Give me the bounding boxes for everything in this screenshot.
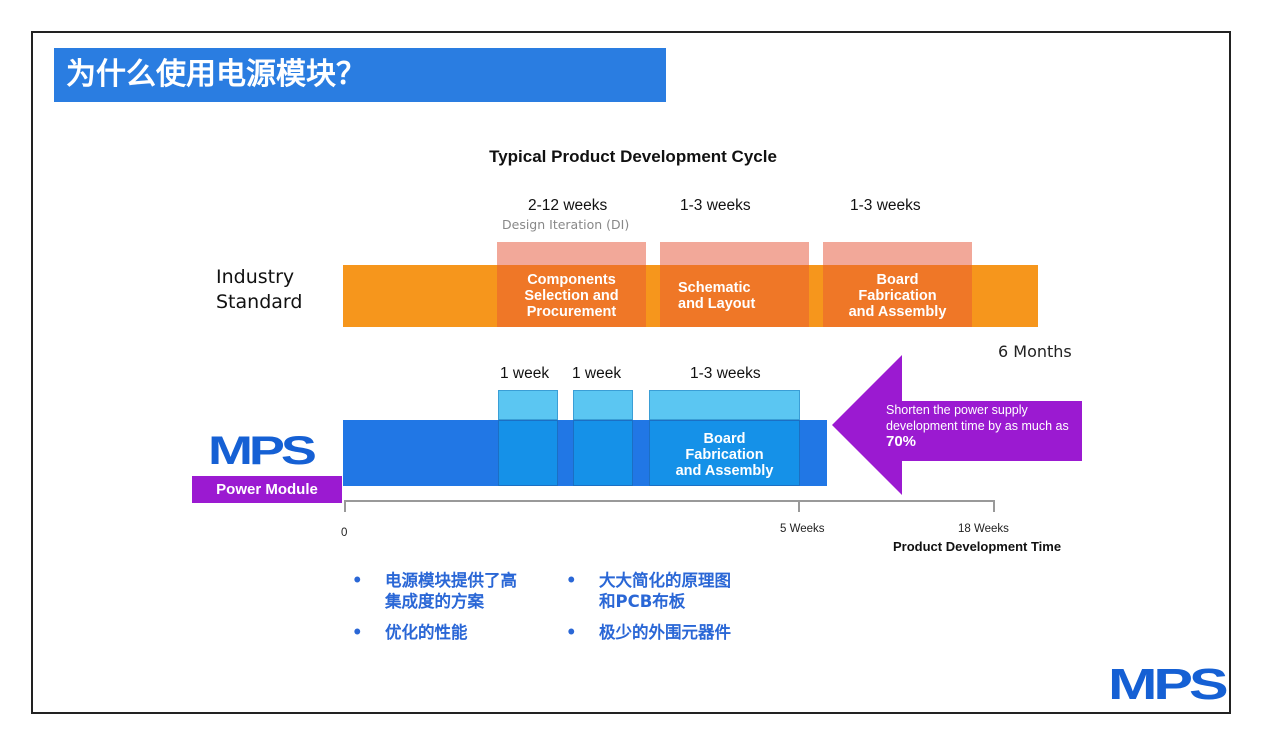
module-phase2-duration: 1 week xyxy=(572,365,622,382)
module-phase3-duration: 1-3 weeks xyxy=(690,365,761,382)
callout-text: Shorten the power supply development tim… xyxy=(886,402,1076,450)
phase1-duration: 2-12 weeks xyxy=(528,197,608,214)
design-iteration-label: Design Iteration (DI) xyxy=(502,217,630,232)
mps-logo: MPS xyxy=(208,429,317,473)
axis-tick-5-weeks xyxy=(798,500,800,512)
time-axis xyxy=(344,500,995,502)
components-selection-box: Components Selection and Procurement xyxy=(497,265,646,327)
bullet-text: 极少的外围元器件 xyxy=(599,623,731,642)
bullet-item-2: • 大大简化的原理图 和PCB布板 xyxy=(566,570,766,614)
callout-highlight: 70% xyxy=(886,433,917,450)
bullet-item-3: • 优化的性能 xyxy=(352,622,542,644)
module-phase1-duration: 1 week xyxy=(500,365,550,382)
axis-tick-0 xyxy=(344,500,346,512)
axis-label-0: 0 xyxy=(341,527,348,539)
bullet-item-4: • 极少的外围元器件 xyxy=(566,622,766,644)
phase3-header xyxy=(823,242,972,265)
module-phase2-header xyxy=(573,390,633,420)
module-phase1-box xyxy=(498,420,558,486)
bullet-marker: • xyxy=(566,571,577,590)
schematic-layout-box: Schematic and Layout xyxy=(660,265,809,327)
bullet-text: 电源模块提供了高 集成度的方案 xyxy=(385,571,517,611)
axis-label-5-weeks: 5 Weeks xyxy=(780,523,825,535)
phase2-header xyxy=(660,242,809,265)
six-months-label: 6 Months xyxy=(998,342,1072,361)
power-module-label: Power Module xyxy=(192,476,342,503)
slide-title: 为什么使用电源模块？ xyxy=(66,57,366,92)
board-fabrication-box-bottom: Board Fabrication and Assembly xyxy=(649,420,800,486)
axis-tick-18-weeks xyxy=(993,500,995,512)
industry-standard-label: Industry Standard xyxy=(216,266,303,313)
module-phase1-header xyxy=(498,390,558,420)
callout-arrow xyxy=(832,355,1082,495)
phase2-duration: 1-3 weeks xyxy=(680,197,751,214)
footer-mps-logo: MPS xyxy=(1108,660,1229,709)
module-phase3-header xyxy=(649,390,800,420)
axis-label-18-weeks: 18 Weeks xyxy=(958,523,1009,535)
axis-title: Product Development Time xyxy=(893,539,1062,554)
diagram-title: Typical Product Development Cycle xyxy=(489,147,777,166)
callout-text-prefix: Shorten the power supply development tim… xyxy=(886,403,1069,433)
bullet-marker: • xyxy=(352,571,363,590)
slide-frame xyxy=(31,31,1231,714)
title-bar xyxy=(54,48,666,102)
bullet-item-1: • 电源模块提供了高 集成度的方案 xyxy=(352,570,542,614)
phase3-duration: 1-3 weeks xyxy=(850,197,921,214)
callout-arrow-shape xyxy=(832,355,1082,495)
bullet-marker: • xyxy=(352,623,363,642)
module-phase2-box xyxy=(573,420,633,486)
bullet-text: 优化的性能 xyxy=(385,623,468,642)
bullet-marker: • xyxy=(566,623,577,642)
board-fabrication-box-top: Board Fabrication and Assembly xyxy=(823,265,972,327)
bullet-text: 大大简化的原理图 和PCB布板 xyxy=(599,571,731,611)
phase1-header xyxy=(497,242,646,265)
